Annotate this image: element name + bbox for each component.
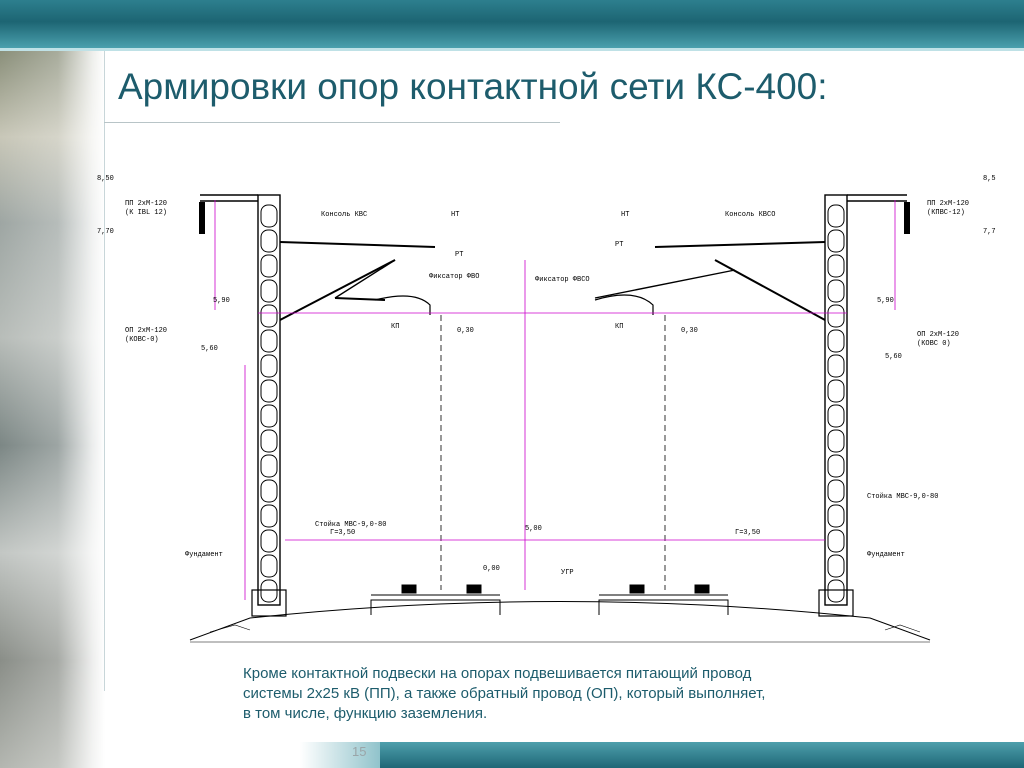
svg-text:РТ: РТ: [615, 241, 623, 249]
svg-text:0,30: 0,30: [457, 327, 474, 335]
svg-text:Фундамент: Фундамент: [867, 551, 905, 559]
svg-text:Стойка МВС-9,0-80: Стойка МВС-9,0-80: [315, 520, 386, 529]
svg-text:ОП 2хМ-120: ОП 2хМ-120: [917, 331, 959, 339]
right-pole: [818, 194, 907, 617]
embankment: [189, 584, 931, 643]
catenary-support-drawing: 8,50 ПП 2хМ-120 (К IBL 12) 7,70 Консоль …: [97, 175, 996, 643]
contact-wires: [214, 200, 896, 600]
caption-line: Кроме контактной подвески на опорах подв…: [243, 665, 752, 682]
svg-text:НТ: НТ: [621, 211, 629, 219]
page-number: 15: [352, 744, 367, 759]
svg-text:Консоль КВСО: Консоль КВСО: [725, 211, 775, 219]
svg-text:Г=3,50: Г=3,50: [330, 529, 355, 537]
slide-title: Армировки опор контактной сети КС-400:: [118, 66, 828, 107]
right-labels: 8,5 ПП 2хМ-120 (КПВС-12) 7,7 Консоль КВС…: [535, 175, 996, 559]
svg-text:Фиксатор ФВО: Фиксатор ФВО: [429, 273, 479, 281]
svg-text:5,90: 5,90: [877, 297, 894, 305]
svg-text:(К IBL 12): (К IBL 12): [125, 209, 167, 217]
svg-text:Фундамент: Фундамент: [185, 551, 223, 559]
svg-text:8,50: 8,50: [97, 175, 114, 183]
feeder-insulators: [199, 202, 910, 234]
svg-text:Стойка МВС-9,0-80: Стойка МВС-9,0-80: [867, 492, 938, 501]
footer-bar: [380, 742, 1024, 768]
header-rule: [0, 48, 1024, 51]
caption-line: в том числе, функцию заземления.: [243, 705, 488, 722]
svg-text:ПП 2хМ-120: ПП 2хМ-120: [125, 200, 167, 208]
svg-text:(КОВС-0): (КОВС-0): [125, 336, 159, 344]
svg-text:Консоль КВС: Консоль КВС: [321, 211, 367, 219]
svg-text:РТ: РТ: [455, 251, 463, 259]
footer-fade: [300, 742, 390, 768]
svg-text:5,60: 5,60: [201, 345, 218, 353]
railway-photo: [0, 51, 105, 768]
svg-text:7,70: 7,70: [97, 228, 114, 236]
svg-text:УГР: УГР: [561, 569, 574, 577]
svg-text:(КОВС 0): (КОВС 0): [917, 340, 951, 348]
svg-text:5,00: 5,00: [525, 525, 542, 533]
svg-text:ПП 2хМ-120: ПП 2хМ-120: [927, 200, 969, 208]
svg-text:8,5: 8,5: [983, 175, 996, 183]
svg-text:Фиксатор ФВСО: Фиксатор ФВСО: [535, 276, 590, 284]
svg-text:ОП 2хМ-120: ОП 2хМ-120: [125, 327, 167, 335]
svg-text:5,60: 5,60: [885, 353, 902, 361]
left-pole: [200, 194, 287, 617]
slide-caption: Кроме контактной подвески на опорах подв…: [243, 664, 883, 724]
left-divider: [104, 51, 105, 691]
svg-text:КП: КП: [391, 323, 399, 331]
cantilever-assemblies: [279, 241, 826, 321]
svg-text:7,7: 7,7: [983, 228, 996, 236]
svg-text:НТ: НТ: [451, 211, 459, 219]
svg-text:КП: КП: [615, 323, 623, 331]
svg-text:0,00: 0,00: [483, 565, 500, 573]
header-bar: [0, 0, 1024, 48]
svg-text:Г=3,50: Г=3,50: [735, 529, 760, 537]
title-underline: [104, 122, 560, 123]
left-labels: 8,50 ПП 2хМ-120 (К IBL 12) 7,70 Консоль …: [97, 175, 574, 577]
caption-line: системы 2х25 кВ (ПП), а также обратный п…: [243, 685, 766, 702]
svg-text:(КПВС-12): (КПВС-12): [927, 209, 965, 217]
svg-text:5,90: 5,90: [213, 297, 230, 305]
svg-text:0,30: 0,30: [681, 327, 698, 335]
